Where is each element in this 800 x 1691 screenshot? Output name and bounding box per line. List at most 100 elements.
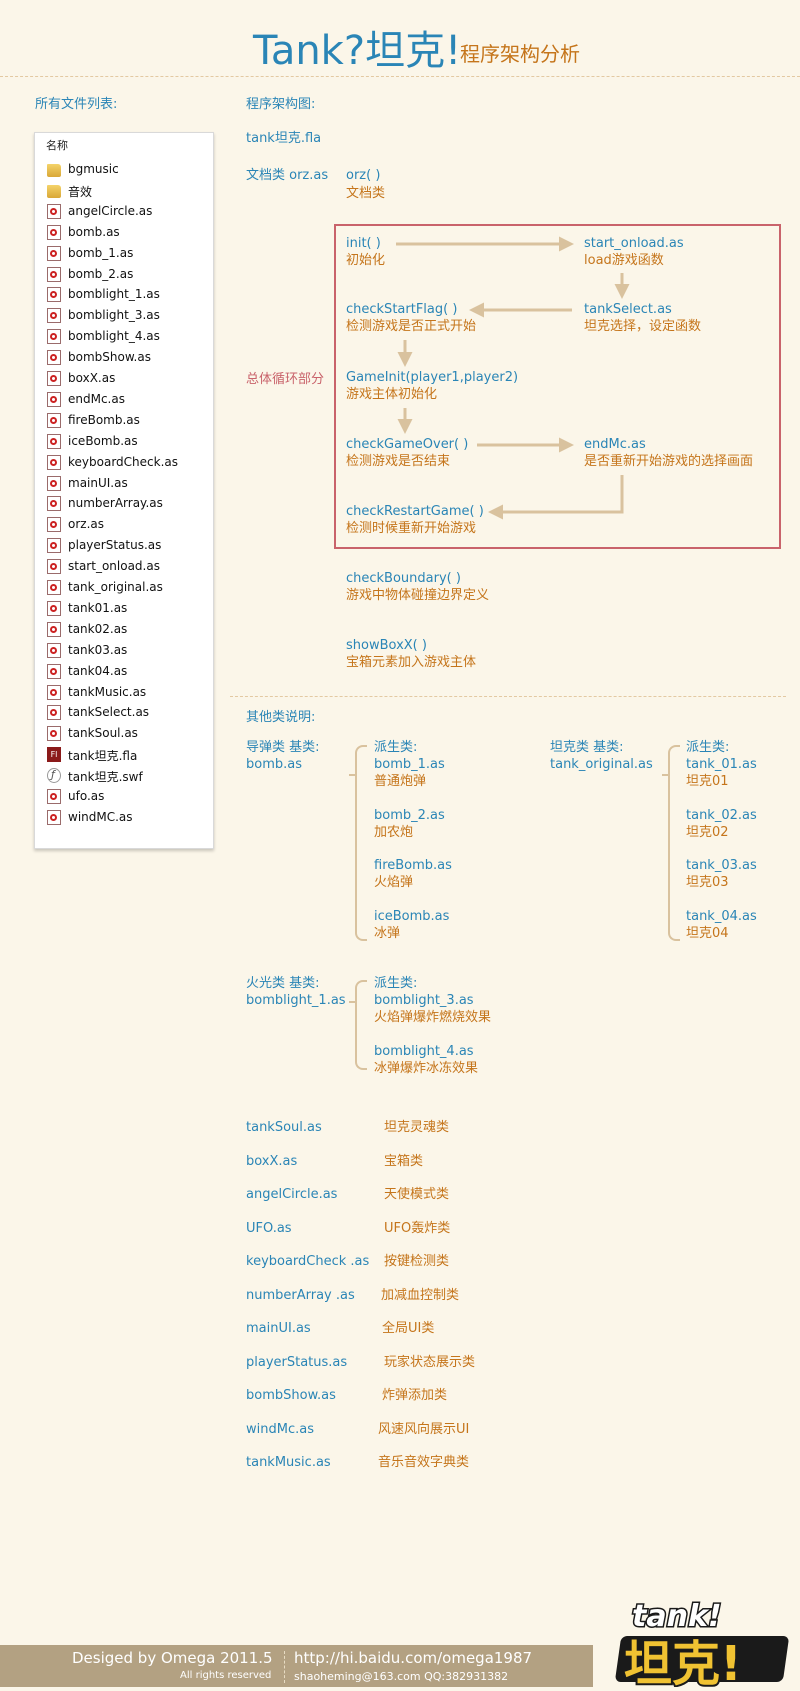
file-name: windMC.as [68,809,133,824]
class-name: angelCircle.as [246,1187,338,1202]
class-name: bombShow.as [246,1388,336,1403]
class-name: windMc.as [246,1421,314,1437]
missile-class-label: 导弹类 基类: [246,740,320,755]
derived-class-desc: 坦克02 [686,824,729,840]
missile-brace [355,745,367,941]
doc-class-label: 文档类 orz.as [246,168,329,183]
derived-class-name: bomblight_3.as [374,993,474,1008]
as-file-icon [47,203,61,219]
node-checkrestart-name: checkRestartGame( ) [346,504,484,519]
file-name: 音效 [68,184,93,199]
file-name: tankMusic.as [68,684,147,699]
node-checkboundary-desc: 游戏中物体碰撞边界定义 [346,588,490,603]
missile-brace-tip [349,774,356,776]
derived-class-name: iceBomb.as [374,908,450,924]
folder-icon [47,164,61,177]
footer-contact: shaoheming@163.com QQ:382931382 [294,1670,509,1683]
class-desc: 风速风向展示UI [378,1421,470,1437]
node-checkboundary-name: checkBoundary( ) [346,571,461,586]
footer-url[interactable]: http://hi.baidu.com/omega1987 [294,1649,533,1667]
file-name: numberArray.as [68,496,163,511]
derived-class-name: tank_01.as [686,757,757,772]
as-file-icon [47,391,61,407]
as-file-icon [47,517,61,533]
folder-icon [47,184,61,198]
as-file-icon [47,245,61,261]
derived-class-desc: 坦克04 [686,925,729,941]
derived-class-desc: 火焰弹爆炸燃烧效果 [374,1010,492,1025]
derived-class-desc: 普通炮弹 [374,774,427,789]
file-name: bomb.as [68,224,120,239]
derived-class-name: bomb_2.as [374,807,445,823]
node-endmc-desc: 是否重新开始游戏的选择画面 [584,454,754,469]
main-loop-box [334,224,781,549]
fla-file-label: tank坦克.fla [246,131,322,146]
class-name: tankSoul.as [246,1120,322,1135]
derived-class-name: tank_04.as [686,908,757,924]
doc-class-fn: orz( ) [346,168,381,183]
as-file-icon [47,580,61,595]
file-name: tank03.as [68,642,128,657]
file-name: bomblight_3.as [68,308,160,323]
file-name: bomb_1.as [68,245,134,260]
as-file-icon [47,642,61,658]
node-checkgameover-desc: 检测游戏是否结束 [346,454,451,469]
as-file-icon [47,412,61,428]
footer-designer: Desiged by Omega 2011.5 [72,1649,273,1667]
section-divider [230,696,786,697]
fire-brace [355,980,367,1070]
as-file-icon [47,663,61,679]
file-name: tank02.as [68,621,128,636]
class-desc: 全局UI类 [382,1321,435,1336]
class-desc: 天使模式类 [384,1187,450,1202]
file-name: bomblight_1.as [68,287,160,302]
file-name: bgmusic [68,162,119,176]
as-file-icon [47,224,61,240]
file-name: boxX.as [68,371,116,385]
file-name: fireBomb.as [68,412,140,427]
class-name: tankMusic.as [246,1455,331,1470]
file-name: tankSelect.as [68,705,150,720]
derived-class-desc: 火焰弹 [374,875,414,890]
class-desc: 按键检测类 [384,1254,450,1269]
class-desc: 坦克灵魂类 [384,1120,450,1135]
as-file-icon [47,371,61,386]
derived-class-name: fireBomb.as [374,858,452,873]
file-name: bombShow.as [68,350,151,365]
missile-derived-label: 派生类: [374,740,418,755]
file-name: ufo.as [68,789,105,803]
footer-divider [284,1651,285,1683]
file-name: playerStatus.as [68,538,162,553]
node-showboxx-name: showBoxX( ) [346,638,427,653]
node-showboxx-desc: 宝箱元素加入游戏主体 [346,655,477,670]
tank-derived-label: 派生类: [686,740,730,755]
as-file-icon [47,475,61,491]
file-name: tank04.as [68,663,128,678]
class-name: mainUI.as [246,1321,311,1336]
tank-brace-tip [662,774,669,776]
file-name: endMc.as [68,391,125,406]
file-list-panel: 名称 bgmusic 音效 angelCircle.as bomb.as bomb_1.… [34,132,214,849]
file-column-header: 名称 [46,139,68,152]
file-name: keyboardCheck.as [68,454,178,469]
class-desc: 加减血控制类 [381,1287,460,1303]
as-file-icon [47,496,61,512]
other-classes-heading: 其他类说明: [246,710,316,725]
as-file-icon [47,809,61,825]
file-name: tank坦克.swf [68,770,143,785]
class-desc: 宝箱类 [384,1153,424,1169]
architecture-heading: 程序架构图: [246,97,316,112]
as-file-icon [47,538,61,554]
swf-file-icon [47,768,61,784]
tank-base: tank_original.as [550,757,653,772]
file-name: angelCircle.as [68,203,153,218]
file-list-heading: 所有文件列表: [35,97,118,112]
fire-brace-tip [349,1001,356,1003]
flow-arrows [396,236,630,520]
as-file-icon [47,350,61,366]
class-desc: 炸弹添加类 [382,1388,448,1403]
file-name: tank_original.as [68,580,163,594]
node-init-desc: 初始化 [346,253,386,268]
file-name: bomblight_4.as [68,329,160,344]
node-tankselect-desc: 坦克选择，设定函数 [584,319,702,334]
